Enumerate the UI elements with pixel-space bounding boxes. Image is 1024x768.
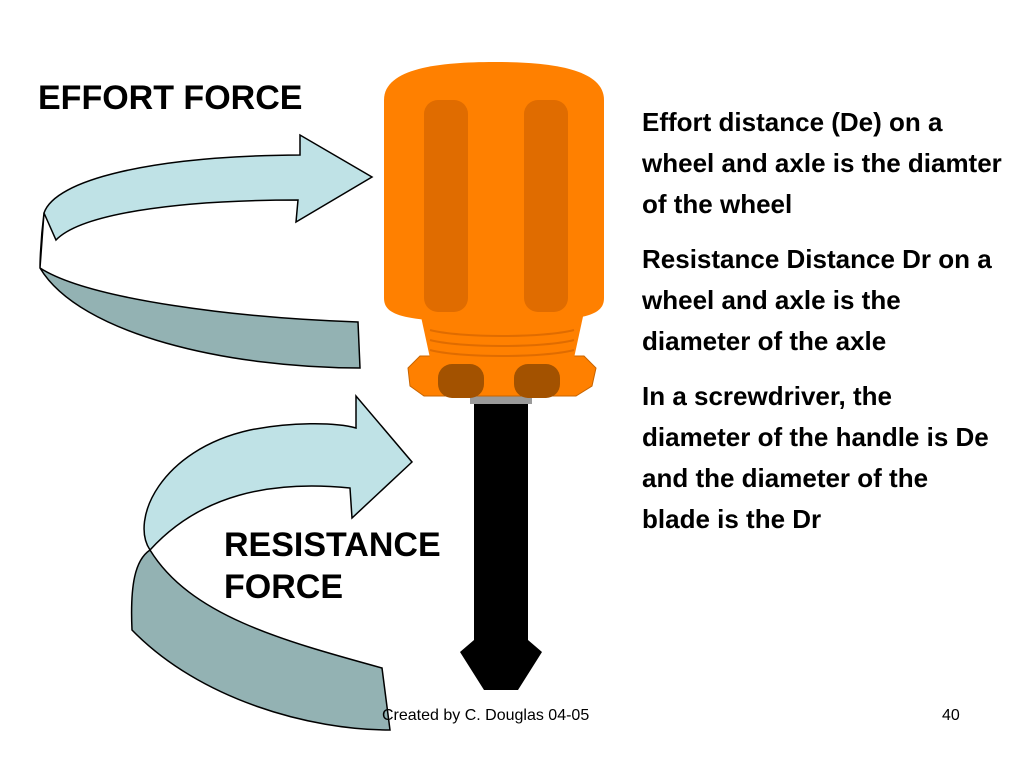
paragraph-effort-distance: Effort distance (De) on a wheel and axle… bbox=[642, 107, 1002, 219]
handle-groove-left bbox=[424, 100, 468, 312]
screwdriver-ferrule bbox=[470, 394, 532, 404]
effort-arrow-band-front bbox=[43, 133, 374, 242]
paragraph-screwdriver: In a screwdriver, the diameter of the ha… bbox=[642, 381, 989, 534]
footer-credit: Created by C. Douglas 04-05 bbox=[382, 707, 590, 724]
screwdriver-collar-base bbox=[407, 355, 597, 397]
resistance-label-line-2: FORCE bbox=[224, 568, 343, 606]
resistance-arrow-band-front bbox=[143, 393, 414, 552]
resistance-label-line-1: RESISTANCE bbox=[224, 526, 441, 564]
resistance-arrow-icon bbox=[130, 393, 414, 731]
effort-arrow-icon bbox=[39, 133, 374, 369]
effort-arrow-band-back bbox=[39, 212, 361, 369]
screwdriver-collar-lobe-left bbox=[438, 364, 484, 398]
screwdriver-shaft bbox=[460, 402, 542, 690]
screwdriver-collar-lobe-right bbox=[514, 364, 560, 398]
screwdriver-threads bbox=[429, 329, 575, 357]
resistance-arrow-band-back bbox=[130, 548, 391, 731]
resistance-force-label: RESISTANCE FORCE bbox=[224, 524, 441, 608]
paragraph-resistance-distance: Resistance Distance Dr on a wheel and ax… bbox=[642, 244, 992, 356]
page-number: 40 bbox=[942, 707, 960, 724]
effort-force-label: EFFORT FORCE bbox=[38, 79, 303, 117]
handle-groove-right bbox=[524, 100, 568, 312]
explanation-text: Effort distance (De) on a wheel and axle… bbox=[642, 102, 1002, 554]
screwdriver-handle bbox=[384, 62, 604, 322]
screwdriver-icon bbox=[384, 62, 604, 690]
